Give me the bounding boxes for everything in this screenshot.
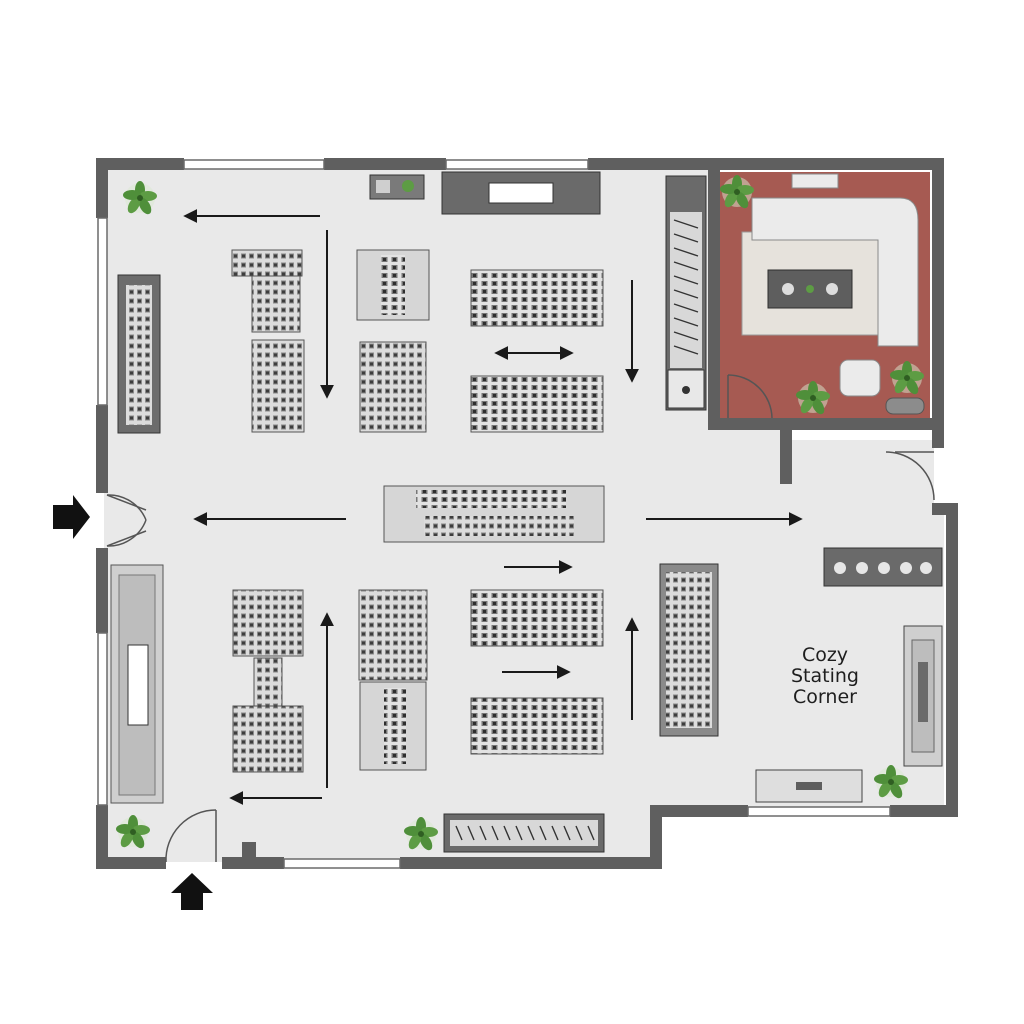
top-display-cabinet [441, 171, 601, 215]
side-table [885, 397, 925, 415]
clothing-rack [665, 175, 707, 411]
gondola-lower-left [232, 589, 304, 773]
walls [96, 158, 958, 869]
gondola-upper-mid [356, 249, 430, 433]
right-wall-display [823, 547, 943, 587]
armchair-icon [839, 359, 881, 397]
sofa-icon [751, 173, 919, 347]
left-wall-shelf [117, 274, 161, 434]
seating-corner-label: Cozy Stating Corner [791, 644, 859, 708]
entry-arrow-icon [53, 495, 90, 539]
entry-arrow-icon [171, 873, 213, 910]
gondola-lower-mid [358, 589, 428, 771]
bench-bottom-right [755, 769, 863, 803]
windows [97, 159, 891, 869]
gondola-upper-right [470, 269, 604, 433]
gondola-upper-left [231, 249, 305, 433]
coffee-table [767, 269, 853, 309]
top-shelf-small [369, 174, 425, 200]
door-swing-icon [106, 374, 935, 863]
checkout-counter [903, 625, 943, 767]
flow-arrow-icon [183, 209, 803, 805]
vertical-shelf-right [659, 563, 719, 737]
bottom-wall-rack [443, 813, 605, 853]
gondola-lower-right [470, 589, 604, 755]
center-island [383, 485, 605, 543]
left-wall-counter [110, 564, 164, 804]
